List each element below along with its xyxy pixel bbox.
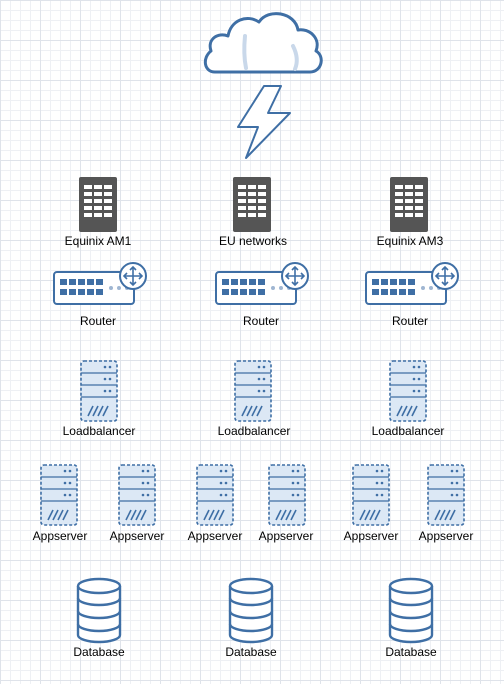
loadbalancer-label-3: Loadbalancer bbox=[371, 424, 445, 438]
datacenter-building-icon-am1[interactable] bbox=[79, 177, 117, 237]
datacenter-building-icon-am3[interactable] bbox=[390, 177, 428, 237]
router-icon-1[interactable] bbox=[53, 262, 149, 311]
loadbalancer-label-1: Loadbalancer bbox=[62, 424, 136, 438]
appserver-label-1: Appserver bbox=[32, 529, 88, 543]
router-icon-3[interactable] bbox=[365, 262, 461, 311]
lightning-bolt-icon bbox=[236, 85, 292, 164]
router-label-3: Router bbox=[391, 314, 429, 328]
cloud-icon[interactable] bbox=[201, 6, 325, 79]
router-label-2: Router bbox=[242, 314, 280, 328]
datacenter-building-icon-eu[interactable] bbox=[233, 177, 271, 237]
database-icon-3[interactable] bbox=[388, 577, 434, 649]
appserver-label-6: Appserver bbox=[418, 529, 474, 543]
appserver-server-icon-3[interactable] bbox=[196, 464, 234, 531]
loadbalancer-label-2: Loadbalancer bbox=[217, 424, 291, 438]
database-label-1: Database bbox=[73, 645, 125, 659]
appserver-label-3: Appserver bbox=[187, 529, 243, 543]
database-label-3: Database bbox=[385, 645, 437, 659]
appserver-server-icon-4[interactable] bbox=[268, 464, 306, 531]
appserver-label-5: Appserver bbox=[343, 529, 399, 543]
database-icon-1[interactable] bbox=[76, 577, 122, 649]
database-label-2: Database bbox=[225, 645, 277, 659]
datacenter-label-am1: Equinix AM1 bbox=[64, 234, 132, 248]
appserver-server-icon-2[interactable] bbox=[118, 464, 156, 531]
database-icon-2[interactable] bbox=[228, 577, 274, 649]
router-label-1: Router bbox=[79, 314, 117, 328]
loadbalancer-server-icon-2[interactable] bbox=[234, 360, 272, 427]
appserver-label-4: Appserver bbox=[258, 529, 314, 543]
loadbalancer-server-icon-1[interactable] bbox=[80, 360, 118, 427]
datacenter-label-eu: EU networks bbox=[218, 234, 288, 248]
router-icon-2[interactable] bbox=[215, 262, 311, 311]
appserver-label-2: Appserver bbox=[109, 529, 165, 543]
appserver-server-icon-6[interactable] bbox=[427, 464, 465, 531]
appserver-server-icon-1[interactable] bbox=[40, 464, 78, 531]
appserver-server-icon-5[interactable] bbox=[352, 464, 390, 531]
loadbalancer-server-icon-3[interactable] bbox=[389, 360, 427, 427]
datacenter-label-am3: Equinix AM3 bbox=[376, 234, 444, 248]
